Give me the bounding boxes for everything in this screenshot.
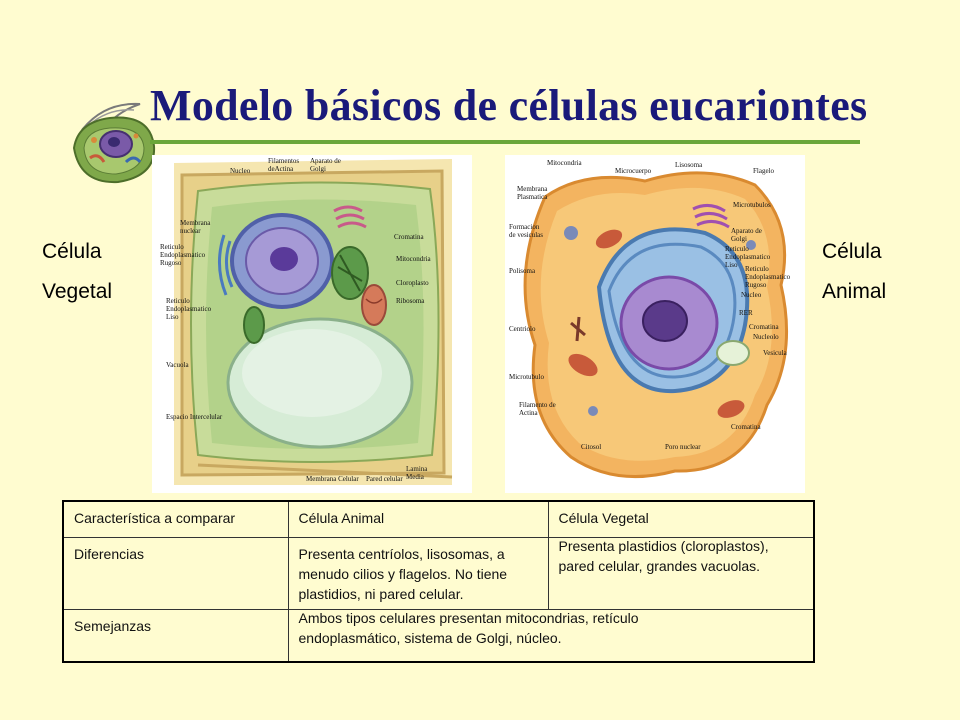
- animal-label: Lisosoma: [675, 161, 703, 169]
- animal-label: Microcuerpo: [615, 167, 652, 175]
- plant-label: Rugoso: [160, 259, 182, 267]
- animal-label: Vesicula: [763, 349, 788, 357]
- animal-label: Rugoso: [745, 281, 767, 289]
- cell-logo-icon: [64, 96, 160, 188]
- caption-line: Vegetal: [42, 280, 113, 303]
- plant-label: Pared celular: [366, 475, 403, 483]
- animal-label: de vesiculas: [509, 231, 543, 239]
- plant-label: deActina: [268, 165, 294, 173]
- animal-label: Cromatina: [749, 323, 779, 331]
- plant-label: Cromatina: [394, 233, 424, 241]
- animal-label: Poro nuclear: [665, 443, 701, 451]
- shared-cell-text: Ambos tipos celulares presentan mitocond…: [298, 610, 639, 647]
- plant-label: Membrana: [180, 219, 211, 227]
- vegetal-cell-value: Presenta plastidios (cloroplastos), pare…: [547, 536, 815, 611]
- animal-label: Polisoma: [509, 267, 536, 275]
- plant-label: Golgi: [310, 165, 326, 173]
- plant-label: Liso: [166, 313, 179, 321]
- animal-label: Centriolo: [509, 325, 536, 333]
- animal-label: Membrana: [517, 185, 548, 193]
- row-label: Semejanzas: [62, 609, 289, 663]
- row-label: Diferencias: [62, 536, 289, 611]
- plant-label: Ribosoma: [396, 297, 425, 305]
- plant-label: Membrana Celular: [306, 475, 359, 483]
- plant-label: Filamentos: [268, 157, 299, 165]
- animal-label: Aparato de: [731, 227, 762, 235]
- shared-cell-value: Ambos tipos celulares presentan mitocond…: [287, 609, 815, 663]
- plant-label: Vacuola: [166, 361, 189, 369]
- animal-label: Plasmatica: [517, 193, 548, 201]
- animal-label: Cromatina: [731, 423, 761, 431]
- vegetal-cell-text: Presenta plastidios (cloroplastos), pare…: [558, 537, 769, 574]
- plant-label: Endoplasmatico: [160, 251, 206, 259]
- plant-label: Lamina: [406, 465, 428, 473]
- comparison-table: Característica a comparar Célula Animal …: [62, 500, 815, 663]
- animal-cell-value: Presenta centríolos, lisosomas, a menudo…: [287, 536, 549, 611]
- animal-label: Citosol: [581, 443, 601, 451]
- animal-label: Nucleo: [741, 291, 762, 299]
- plant-cell-caption: Célula Vegetal: [42, 232, 112, 312]
- table-row: Semejanzas Ambos tipos celulares present…: [62, 609, 815, 663]
- header-cell: Célula Vegetal: [547, 500, 815, 538]
- animal-label: Golgi: [731, 235, 747, 243]
- animal-label: Reticulo: [725, 245, 749, 253]
- plant-label: Espacio Intercelular: [166, 413, 223, 421]
- plant-label: nuclear: [180, 227, 201, 235]
- table-row: Diferencias Presenta centríolos, lisosom…: [62, 536, 815, 611]
- animal-cell-illustration: Mitocondria Microcuerpo Lisosoma Flagelo…: [505, 155, 805, 493]
- plant-label: Media: [406, 473, 425, 481]
- plant-label: Cloroplasto: [396, 279, 429, 287]
- title-underline: [150, 140, 860, 144]
- header-cell: Célula Animal: [287, 500, 549, 538]
- animal-label: Endoplasmatico: [725, 253, 771, 261]
- animal-label: Liso: [725, 261, 738, 269]
- plant-label: Aparato de: [310, 157, 341, 165]
- animal-label: Nucleolo: [753, 333, 779, 341]
- plant-label: Endoplasmatico: [166, 305, 212, 313]
- animal-label: Filamento de: [519, 401, 556, 409]
- animal-label: Formacion: [509, 223, 540, 231]
- animal-label: RER: [739, 309, 753, 317]
- plant-cell-illustration: Nucleo Filamentos deActina Aparato de Go…: [152, 155, 472, 493]
- animal-label: Endoplasmatico: [745, 273, 791, 281]
- table-header-row: Característica a comparar Célula Animal …: [62, 500, 815, 538]
- animal-label: Reticulo: [745, 265, 769, 273]
- caption-line: Animal: [822, 280, 887, 303]
- animal-label: Actina: [519, 409, 539, 417]
- header-cell: Característica a comparar: [62, 500, 289, 538]
- animal-label: Flagelo: [753, 167, 774, 175]
- animal-cell-caption: Célula Animal: [822, 232, 886, 312]
- plant-label: Mitocondria: [396, 255, 431, 263]
- caption-line: Célula: [42, 240, 102, 263]
- animal-label: Microtubulo: [509, 373, 544, 381]
- page-title: Modelo básicos de células eucariontes: [150, 81, 868, 130]
- plant-label: Reticulo: [166, 297, 190, 305]
- animal-label: Microtubulos: [733, 201, 771, 209]
- caption-line: Célula: [822, 240, 882, 263]
- plant-label: Nucleo: [230, 167, 251, 175]
- animal-label: Mitocondria: [547, 159, 582, 167]
- plant-label: Reticulo: [160, 243, 184, 251]
